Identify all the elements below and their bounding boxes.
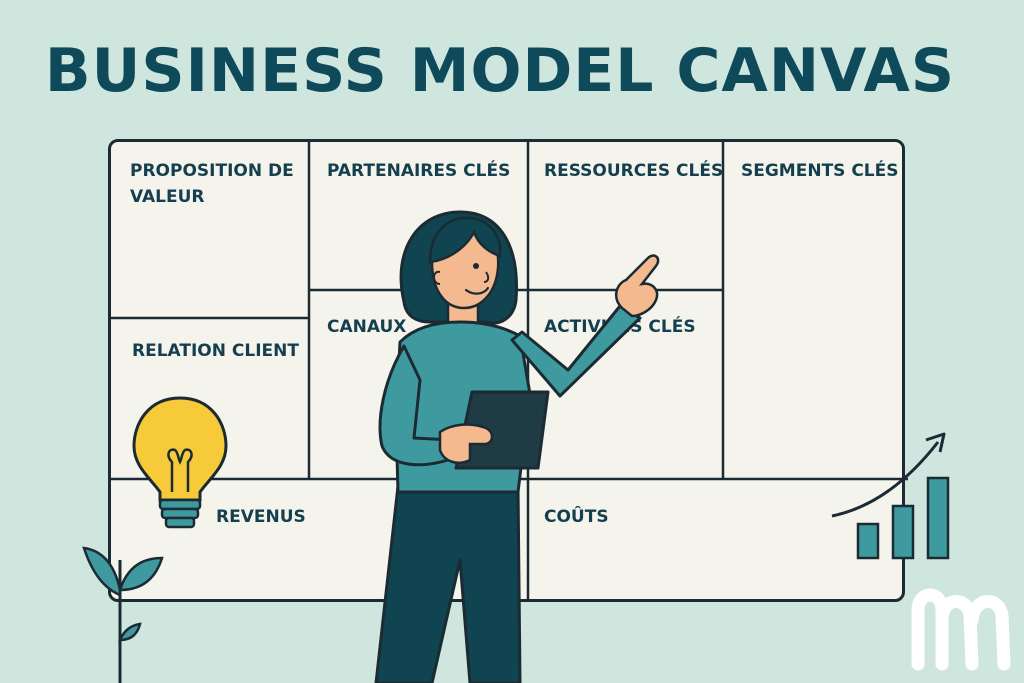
plant-icon (82, 546, 164, 683)
presenter-illustration (374, 210, 660, 683)
lightbulb-icon (132, 396, 228, 529)
growth-chart-icon (831, 432, 950, 560)
cell-segments-cles: SEGMENTS CLÉS (741, 161, 899, 181)
cell-proposition-de-valeur: PROPOSITION DE VALEUR (130, 158, 294, 210)
page-title: BUSINESS MODEL CANVAS (44, 36, 956, 106)
cell-partenaires-cles: PARTENAIRES CLÉS (327, 161, 511, 181)
brand-logo (911, 588, 1011, 671)
cell-revenus: REVENUS (216, 507, 306, 527)
cell-label-line: PROPOSITION DE (130, 161, 294, 181)
cell-label-line: VALEUR (130, 187, 205, 207)
cell-relation-client: RELATION CLIENT (132, 341, 299, 361)
cell-canaux: CANAUX (327, 317, 407, 337)
cell-couts: COÛTS (544, 507, 609, 527)
cell-ressources-cles: RESSOURCES CLÉS (544, 161, 724, 181)
